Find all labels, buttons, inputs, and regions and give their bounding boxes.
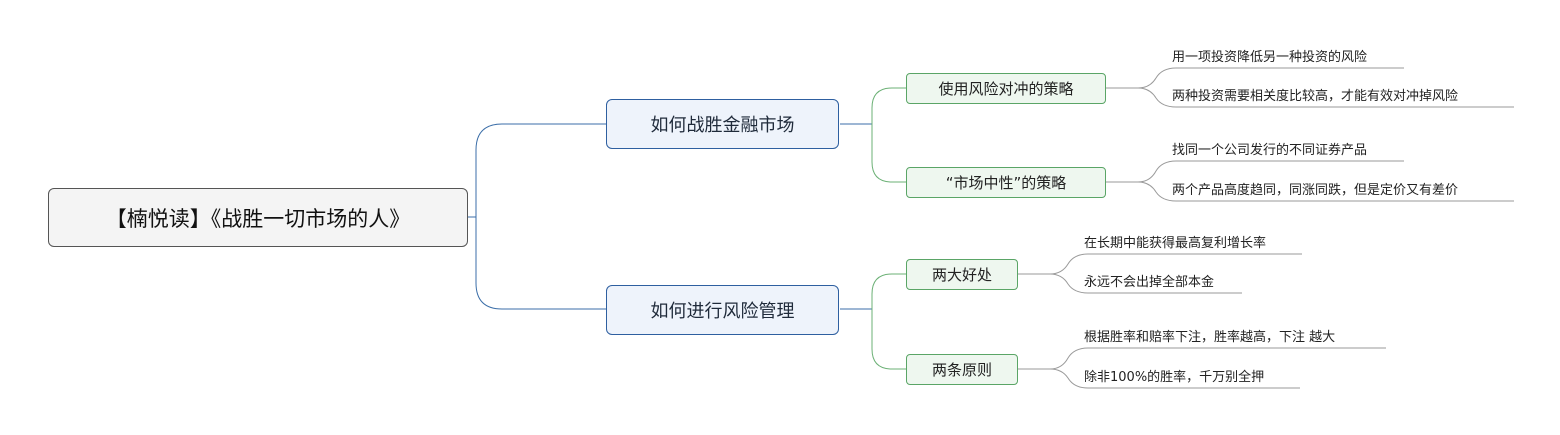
connector-leaf-3-2 bbox=[1049, 273, 1242, 294]
connector-branch2-sub2 bbox=[871, 309, 906, 370]
subtopic-hedging-strategy[interactable]: 使用风险对冲的策略 bbox=[906, 73, 1106, 104]
leaf-benefit-keep-principal[interactable]: 永远不会出掉全部本金 bbox=[1084, 275, 1215, 290]
leaf-neutral-same-company[interactable]: 找同一个公司发行的不同证券产品 bbox=[1172, 143, 1368, 158]
connector-branch1-sub2 bbox=[871, 124, 906, 183]
leaf-principle-odds-betting[interactable]: 根据胜率和赔率下注，胜率越高，下注 越大 bbox=[1084, 330, 1336, 345]
subtopic-two-principles[interactable]: 两条原则 bbox=[906, 354, 1018, 385]
leaf-hedge-reduce-risk[interactable]: 用一项投资降低另一种投资的风险 bbox=[1172, 50, 1368, 65]
subtopic-two-benefits[interactable]: 两大好处 bbox=[906, 259, 1018, 290]
leaf-neutral-price-gap[interactable]: 两个产品高度趋同，同涨同跌，但是定价又有差价 bbox=[1172, 183, 1459, 198]
root-topic[interactable]: 【楠悦读】《战胜一切市场的人》 bbox=[48, 188, 468, 247]
leaf-benefit-compound-growth[interactable]: 在长期中能获得最高复利增长率 bbox=[1084, 236, 1267, 251]
connector-leaf-2-1 bbox=[1106, 160, 1404, 183]
connector-leaf-3-1 bbox=[1018, 253, 1302, 275]
connector-leaf-1-2 bbox=[1137, 87, 1514, 108]
connector-root-branch-2 bbox=[475, 217, 606, 310]
connector-branch2-sub1 bbox=[871, 273, 906, 309]
connector-leaf-2-2 bbox=[1137, 181, 1514, 202]
branch-win-financial-market[interactable]: 如何战胜金融市场 bbox=[606, 99, 839, 149]
leaf-hedge-correlation[interactable]: 两种投资需要相关度比较高，才能有效对冲掉风险 bbox=[1172, 89, 1459, 104]
subtopic-market-neutral-strategy[interactable]: “市场中性”的策略 bbox=[906, 167, 1106, 198]
branch-risk-management[interactable]: 如何进行风险管理 bbox=[606, 285, 839, 335]
leaf-principle-no-all-in[interactable]: 除非100%的胜率，千万别全押 bbox=[1084, 370, 1265, 385]
connector-leaf-1-1 bbox=[1106, 67, 1404, 89]
connector-leaf-4-1 bbox=[1018, 347, 1386, 370]
connector-leaf-4-2 bbox=[1049, 368, 1300, 389]
connector-branch1-sub1 bbox=[871, 87, 906, 124]
connector-root-branch-1 bbox=[468, 123, 606, 218]
